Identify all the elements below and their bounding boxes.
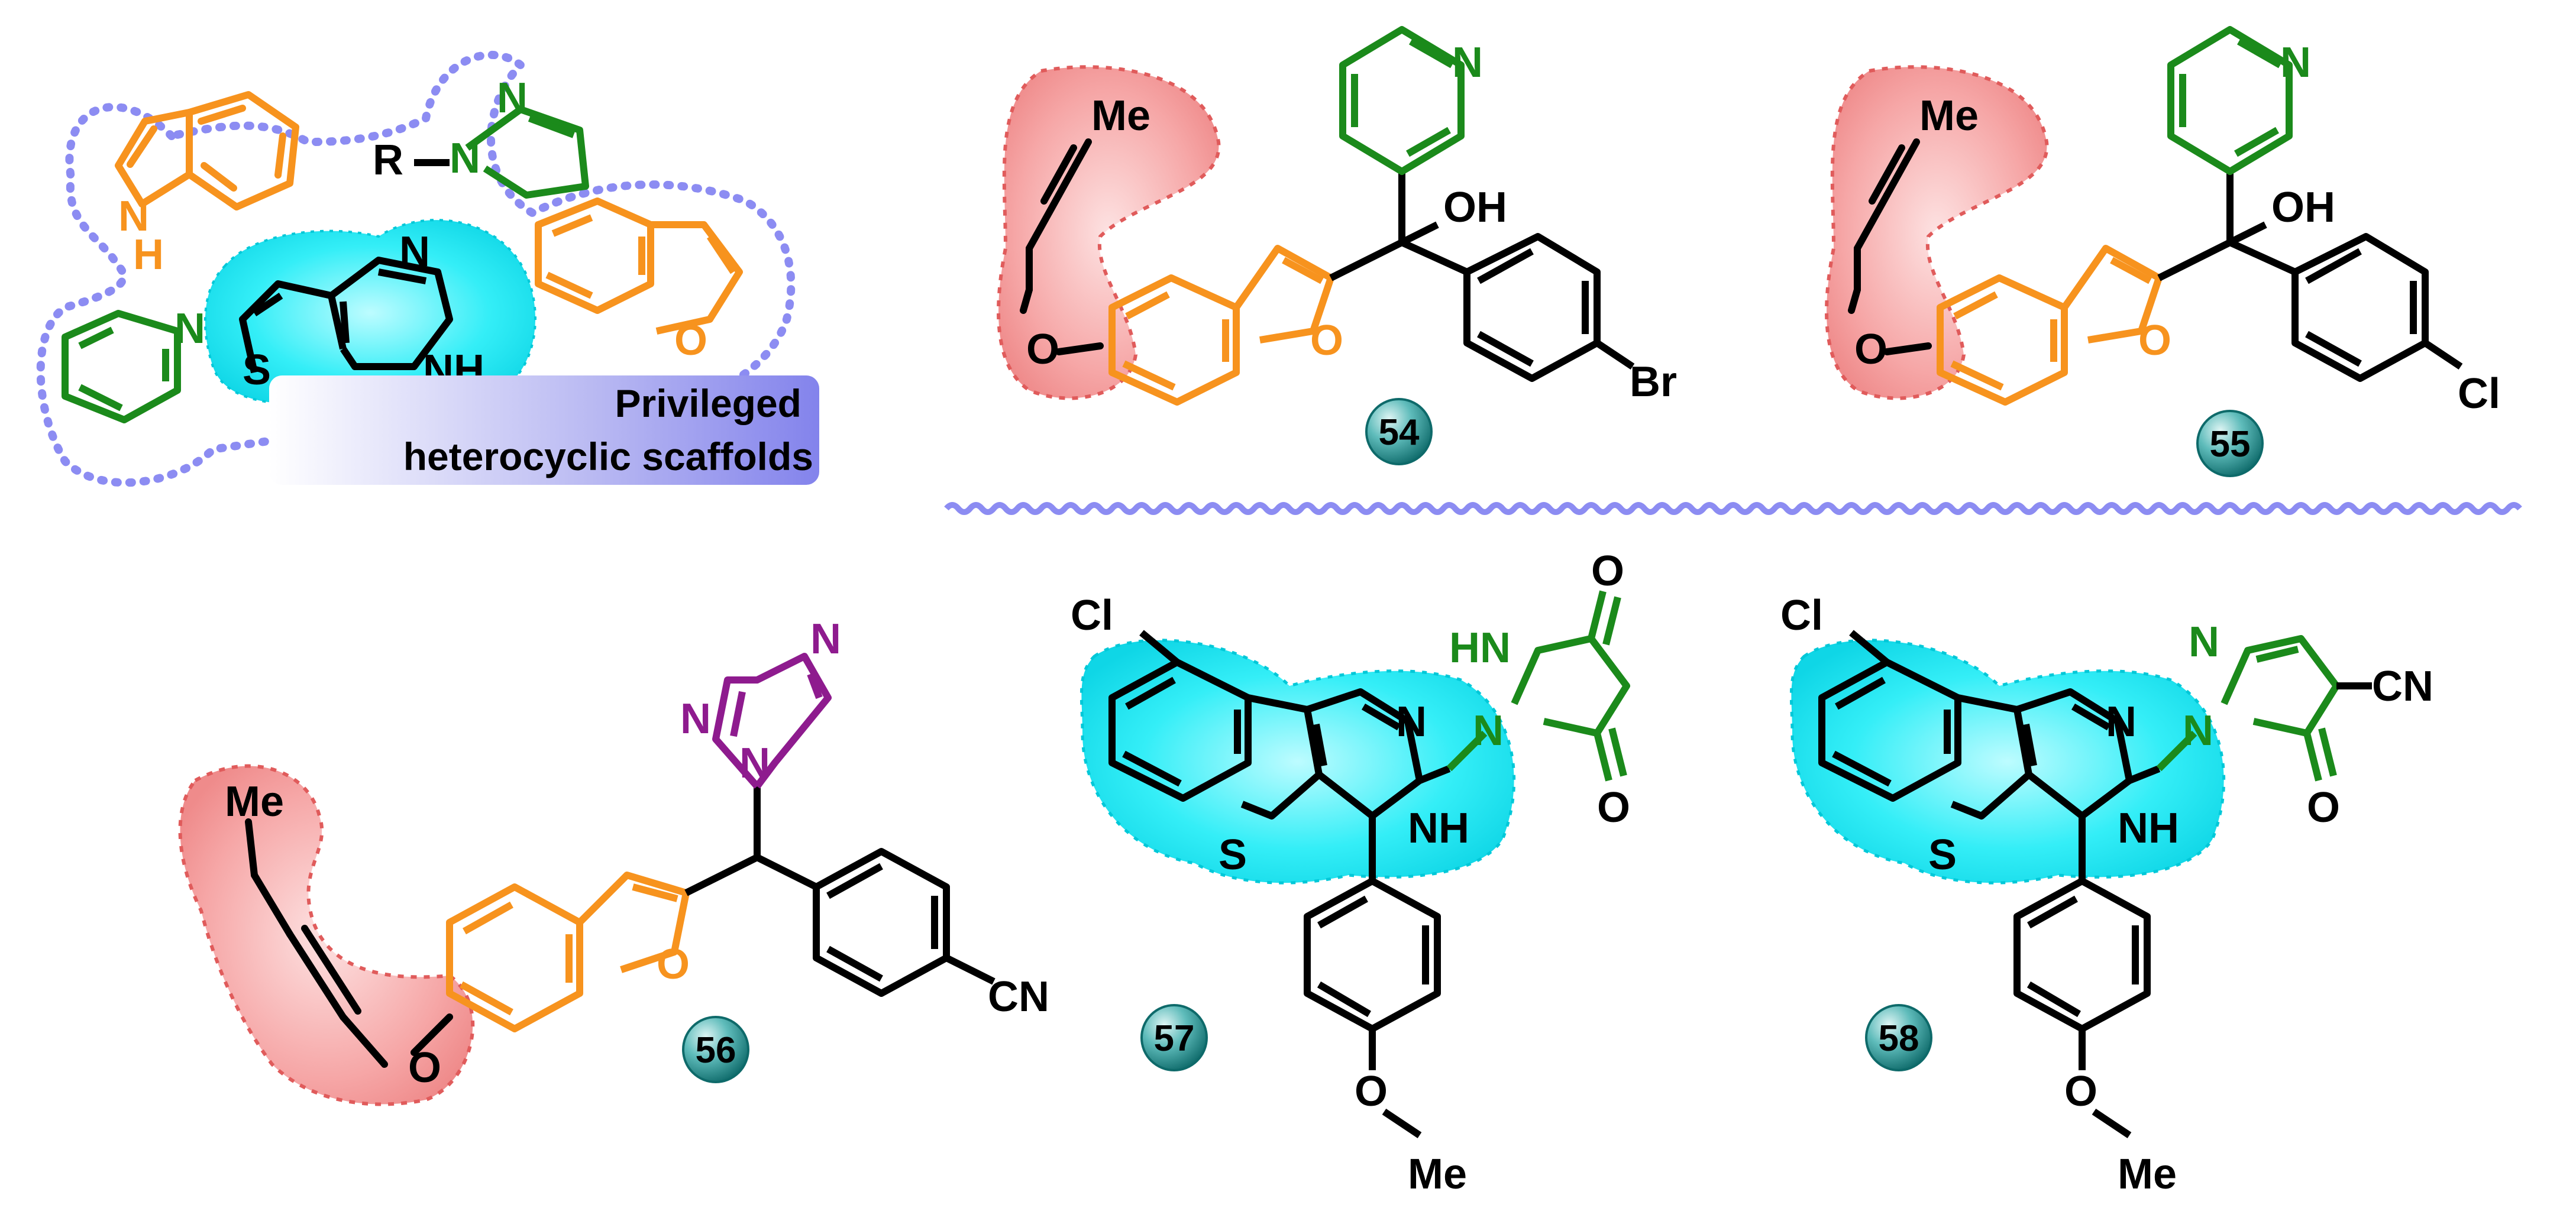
pyridine-n-label: N	[174, 305, 205, 352]
compound-54-furan-o-label: O	[1310, 317, 1343, 364]
compound-57-nh-label: NH	[1408, 805, 1469, 852]
compound-54: Me O O OH Br N	[997, 26, 1677, 465]
compound-54-alkyne	[1020, 138, 1104, 355]
compound-54-red-highlight	[997, 65, 1221, 400]
compound-57-id: 57	[1154, 1018, 1195, 1059]
compound-55-alkyne	[1848, 138, 1932, 355]
compound-54-core	[1329, 171, 1635, 382]
compound-56-ether-o-label: O	[408, 1044, 441, 1092]
compound-57-cl-label: Cl	[1071, 592, 1113, 639]
section-wavy-divider	[944, 502, 2522, 515]
pyrazoline-n1-label: N	[450, 135, 480, 182]
compound-54-ether-o-label: O	[1026, 326, 1059, 373]
compound-57-n-label: N	[1396, 698, 1427, 746]
compound-55-halogen-label: Cl	[2458, 370, 2500, 417]
compound-58-methoxyphenyl	[2013, 877, 2151, 1138]
compound-57-o-ether-label: O	[1355, 1068, 1388, 1115]
compound-57-s-label: S	[1218, 831, 1247, 879]
compound-58-pyrazolone	[2156, 635, 2340, 782]
compound-56-id: 56	[696, 1030, 736, 1071]
indole-h-label: H	[133, 231, 164, 278]
indole-n-label: N	[118, 193, 149, 240]
compound-57-o-bot-label: O	[1597, 784, 1630, 831]
pyrazoline-n2-label: N	[497, 75, 528, 122]
compound-54-halogen-label: Br	[1630, 358, 1677, 406]
compound-55-badge	[2196, 410, 2264, 477]
thienopyrimidine-n-label: N	[399, 228, 430, 276]
compound-57-benzothiophene	[1108, 630, 1451, 881]
compound-57-o-top-label: O	[1591, 548, 1624, 595]
indole-structure	[115, 91, 299, 210]
compound-54-pyridine	[1339, 26, 1465, 175]
thienopyrimidine-s-label: S	[243, 346, 271, 394]
compound-56-me-label: Me	[225, 778, 284, 825]
compound-58-badge	[1865, 1004, 1932, 1071]
pyrazoline-structure	[465, 106, 589, 199]
compound-58-n-pz2-label: N	[2189, 618, 2219, 666]
compound-57: Cl S N NH N HN O O O Me 57	[1071, 548, 1630, 1198]
compound-58-cl-label: Cl	[1780, 592, 1823, 639]
benzofuran-o-label: O	[674, 317, 707, 364]
compound-57-methoxyphenyl	[1304, 877, 1441, 1138]
thienopyrimidine-structure	[239, 257, 453, 374]
compound-57-hn-label: HN	[1449, 624, 1511, 672]
compound-57-pyrazolidinedione	[1446, 590, 1630, 782]
compound-55-furan-o-label: O	[2138, 317, 2171, 364]
compound-58-me-label: Me	[2118, 1151, 2177, 1198]
compound-58-id: 58	[1879, 1018, 1919, 1059]
compound-55-ether-o-label: O	[1854, 326, 1887, 373]
compound-56-badge	[682, 1016, 749, 1083]
compound-58-benzothiophene	[1818, 630, 2161, 881]
compound-57-n-pz-label: N	[1473, 707, 1504, 754]
compound-55-benzofuran	[1937, 245, 2163, 406]
compound-56-alkyne	[245, 818, 453, 1068]
compound-56-cn-label: CN	[988, 973, 1049, 1021]
compound-55-pyr-n-label: N	[2280, 39, 2311, 86]
compound-56-furan-o-label: O	[657, 941, 690, 988]
compound-58-o-label: O	[2307, 784, 2340, 831]
compound-58-n-label: N	[2106, 698, 2137, 746]
scaffold-caption-line1: Privileged	[615, 381, 801, 425]
compound-54-me-label: Me	[1091, 92, 1150, 140]
compound-55-id: 55	[2210, 424, 2251, 465]
compound-56-benzofuran	[446, 872, 690, 1032]
compound-54-pyr-n-label: N	[1452, 39, 1483, 86]
pyridine-structure	[62, 310, 181, 423]
compound-55: Me O O OH Cl N	[1825, 26, 2500, 477]
compound-55-pyridine	[2167, 26, 2293, 175]
compound-58-cyan-highlight	[1789, 639, 2226, 885]
compound-58-s-label: S	[1928, 831, 1957, 879]
compound-54-benzofuran	[1108, 245, 1334, 406]
compound-54-badge	[1365, 398, 1433, 465]
compound-56-tri-n3-label: N	[739, 740, 770, 787]
compound-58-nh-label: NH	[2118, 805, 2179, 852]
compound-55-me-label: Me	[1919, 92, 1979, 140]
scaffold-caption-box	[269, 375, 819, 485]
scaffold-panel: N H R N N N O	[36, 50, 819, 487]
compound-57-me-label: Me	[1408, 1151, 1467, 1198]
compound-58-n-pz1-label: N	[2183, 707, 2213, 754]
compound-54-oh-label: OH	[1443, 184, 1507, 231]
compound-58-o-ether-label: O	[2064, 1068, 2097, 1115]
compound-56: Me O O CN N N N 56	[178, 616, 1049, 1106]
compound-57-cyan-highlight	[1079, 639, 1516, 885]
compound-58: Cl S N NH CN N N O O Me 58	[1780, 592, 2433, 1198]
benzofuran-structure	[535, 197, 743, 335]
pyrazoline-r-label: R	[373, 137, 403, 184]
compound-58-cn-label: CN	[2372, 663, 2433, 710]
scaffold-caption-line2: heterocyclic scaffolds	[403, 435, 813, 478]
compound-56-tri-n1-label: N	[680, 695, 711, 743]
compound-57-badge	[1140, 1004, 1208, 1071]
compound-55-core	[2157, 171, 2463, 382]
compound-55-oh-label: OH	[2271, 184, 2335, 231]
compound-56-core	[684, 786, 996, 997]
compound-55-red-highlight	[1825, 65, 2049, 400]
compound-56-tri-n2-label: N	[810, 616, 841, 663]
compound-54-id: 54	[1379, 412, 1420, 453]
compound-56-triazole	[712, 653, 832, 789]
